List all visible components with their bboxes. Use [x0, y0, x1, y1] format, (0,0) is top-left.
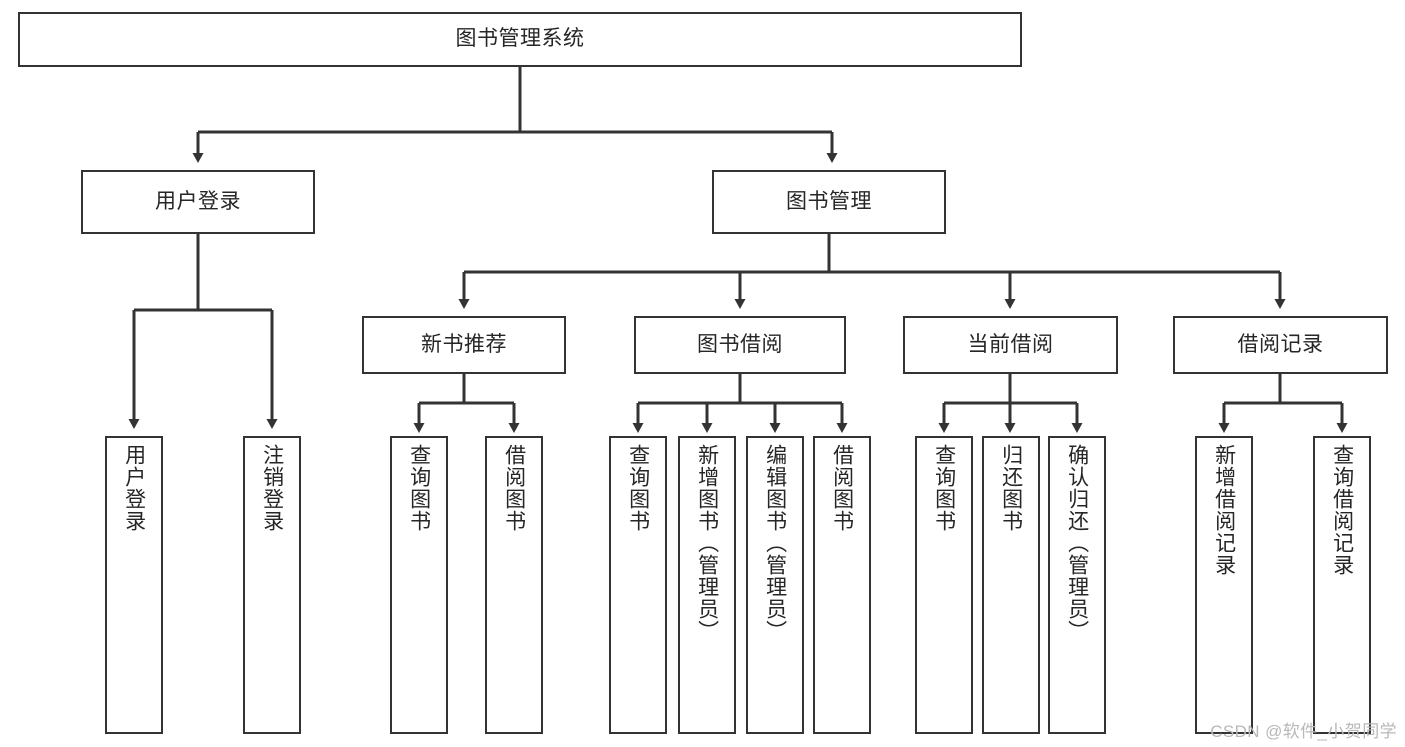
- node-book-management[interactable]: 图书管理: [712, 170, 946, 234]
- leaf-label: 查询图书: [407, 444, 431, 532]
- node-book-borrow[interactable]: 图书借阅: [634, 316, 846, 374]
- leaf-book-borrow-query[interactable]: 查询图书: [609, 436, 667, 734]
- leaf-label: 查询图书: [626, 444, 650, 532]
- node-user-login[interactable]: 用户登录: [81, 170, 315, 234]
- leaf-new-book-query[interactable]: 查询图书: [390, 436, 448, 734]
- csdn-watermark: CSDN @软件_小贺同学: [1210, 722, 1397, 741]
- node-book-borrow-label: 图书借阅: [697, 332, 783, 356]
- leaf-current-borrow-confirm-return[interactable]: 确认归还（管理员）: [1048, 436, 1106, 734]
- node-user-login-label: 用户登录: [155, 189, 241, 213]
- leaf-user-login-logout[interactable]: 注销登录: [243, 436, 301, 734]
- leaf-label: 查询借阅记录: [1330, 444, 1354, 576]
- node-book-management-label: 图书管理: [786, 189, 872, 213]
- leaf-user-login-login[interactable]: 用户登录: [105, 436, 163, 734]
- leaf-label: 新增图书（管理员）: [695, 444, 719, 642]
- leaf-label: 注销登录: [260, 444, 284, 532]
- node-current-borrow-label: 当前借阅: [967, 332, 1054, 356]
- leaf-label: 编辑图书（管理员）: [763, 444, 787, 642]
- leaf-current-borrow-query[interactable]: 查询图书: [915, 436, 973, 734]
- node-new-book-recommend-label: 新书推荐: [421, 332, 507, 356]
- leaf-label: 借阅图书: [502, 444, 526, 532]
- leaf-book-borrow-edit[interactable]: 编辑图书（管理员）: [746, 436, 804, 734]
- leaf-label: 新增借阅记录: [1212, 444, 1236, 576]
- leaf-book-borrow-borrow[interactable]: 借阅图书: [813, 436, 871, 734]
- leaf-borrow-record-query[interactable]: 查询借阅记录: [1313, 436, 1371, 734]
- leaf-label: 归还图书: [999, 444, 1023, 532]
- node-borrow-record-label: 借阅记录: [1237, 332, 1324, 356]
- leaf-label: 查询图书: [932, 444, 956, 532]
- leaf-label: 用户登录: [122, 444, 146, 532]
- leaf-label: 确认归还（管理员）: [1065, 444, 1089, 642]
- leaf-label: 借阅图书: [830, 444, 854, 532]
- node-current-borrow[interactable]: 当前借阅: [903, 316, 1118, 374]
- node-root-label: 图书管理系统: [455, 27, 585, 51]
- node-borrow-record[interactable]: 借阅记录: [1173, 316, 1388, 374]
- leaf-current-borrow-return[interactable]: 归还图书: [982, 436, 1040, 734]
- node-new-book-recommend[interactable]: 新书推荐: [362, 316, 566, 374]
- leaf-new-book-borrow[interactable]: 借阅图书: [485, 436, 543, 734]
- node-root[interactable]: 图书管理系统: [18, 12, 1022, 67]
- leaf-book-borrow-add[interactable]: 新增图书（管理员）: [678, 436, 736, 734]
- leaf-borrow-record-add[interactable]: 新增借阅记录: [1195, 436, 1253, 734]
